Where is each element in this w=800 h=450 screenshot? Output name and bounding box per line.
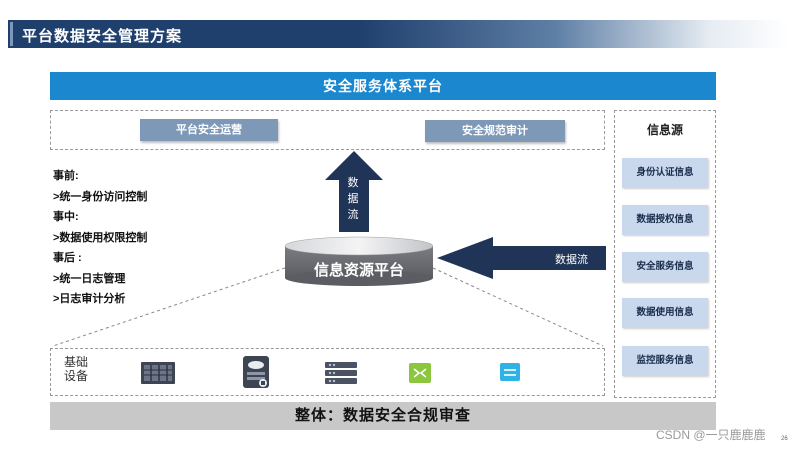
note-during-heading: 事中: xyxy=(53,211,79,223)
note-after-item-2: >日志审计分析 xyxy=(53,293,126,305)
database-server-icon xyxy=(243,356,269,388)
infrastructure-label: 基础设备 xyxy=(64,355,89,383)
source-item-security-service: 安全服务信息 xyxy=(622,252,708,282)
source-item-data-authorization: 数据授权信息 xyxy=(622,205,708,235)
control-notes: 事前: >统一身份访问控制 事中: >数据使用权限控制 事后 : >统一日志管理… xyxy=(53,166,147,310)
network-switch-icon xyxy=(409,363,431,383)
flow-up-label: 数据流 xyxy=(347,177,359,221)
note-during-item: >数据使用权限控制 xyxy=(53,231,148,244)
operations-box xyxy=(50,110,605,150)
source-item-monitoring-service: 监控服务信息 xyxy=(622,346,708,376)
note-after-item-1: >统一日志管理 xyxy=(53,272,126,285)
compliance-audit-tag: 安全规范审计 xyxy=(425,120,565,142)
compliance-footer: 整体：数据安全合规审查 xyxy=(50,402,716,430)
guide-line-right xyxy=(432,267,604,347)
cylinder-top xyxy=(284,236,434,256)
watermark: CSDN @一只鹿鹿鹿 xyxy=(656,428,766,442)
infrastructure-box xyxy=(50,348,605,396)
title-bar xyxy=(8,20,788,48)
platform-header: 安全服务体系平台 xyxy=(50,72,716,100)
source-item-identity-auth: 身份认证信息 xyxy=(622,158,708,188)
flow-left-label: 数据流 xyxy=(555,254,588,266)
note-before-item: >统一身份访问控制 xyxy=(53,190,148,203)
info-resource-platform-label: 信息资源平台 xyxy=(313,262,404,279)
source-panel-title: 信息源 xyxy=(646,123,683,137)
title-accent xyxy=(10,22,13,46)
note-after-heading: 事后 : xyxy=(53,252,82,264)
security-operations-tag: 平台安全运营 xyxy=(140,119,278,141)
source-item-data-usage: 数据使用信息 xyxy=(622,298,708,328)
source-panel xyxy=(614,110,716,398)
page-title: 平台数据安全管理方案 xyxy=(22,28,183,45)
note-before-heading: 事前: xyxy=(53,170,79,182)
router-icon xyxy=(500,363,520,381)
storage-array-icon xyxy=(325,362,357,384)
page-number: 26 xyxy=(781,436,788,442)
server-rack-icon xyxy=(141,362,175,384)
